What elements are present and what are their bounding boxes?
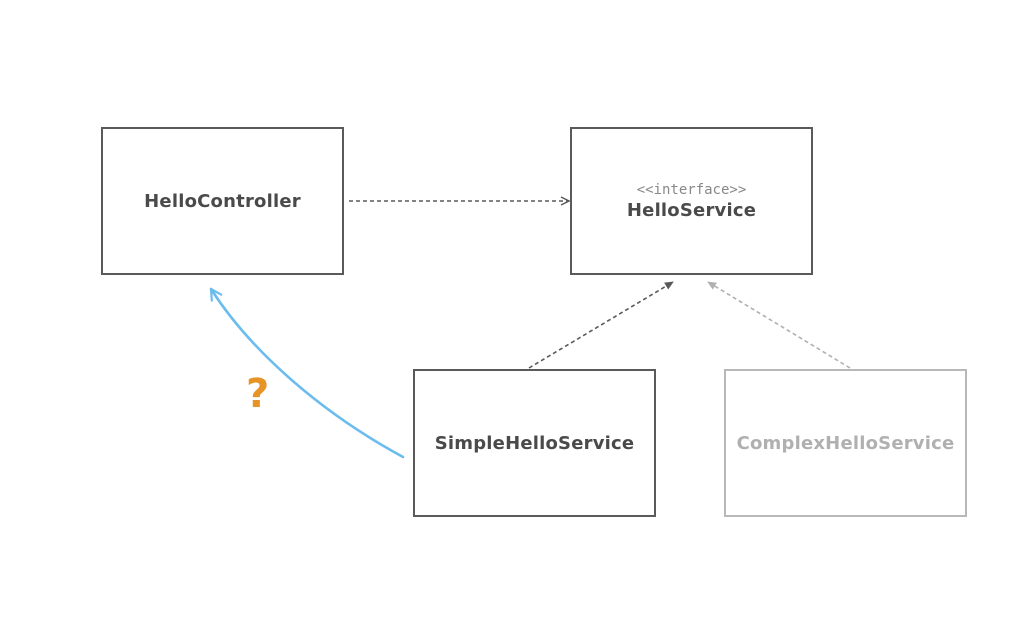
complex-hello-service-box: ComplexHelloService <box>724 369 967 517</box>
simple-hello-service-box: SimpleHelloService <box>413 369 656 517</box>
simple-hello-service-label: SimpleHelloService <box>434 432 635 454</box>
hello-service-box: <<interface>> HelloService <box>570 127 813 275</box>
hello-service-label: HelloService <box>626 199 757 221</box>
interface-stereotype: <<interface>> <box>636 181 747 198</box>
question-mark-annotation: ? <box>246 371 270 417</box>
realization-arrow-complex-service <box>707 281 851 369</box>
realization-arrow-simple-service <box>528 281 674 369</box>
hello-controller-box: HelloController <box>101 127 344 275</box>
hello-controller-label: HelloController <box>144 190 301 212</box>
curved-arrow-simple-controller <box>209 287 405 459</box>
complex-hello-service-label: ComplexHelloService <box>736 432 955 454</box>
